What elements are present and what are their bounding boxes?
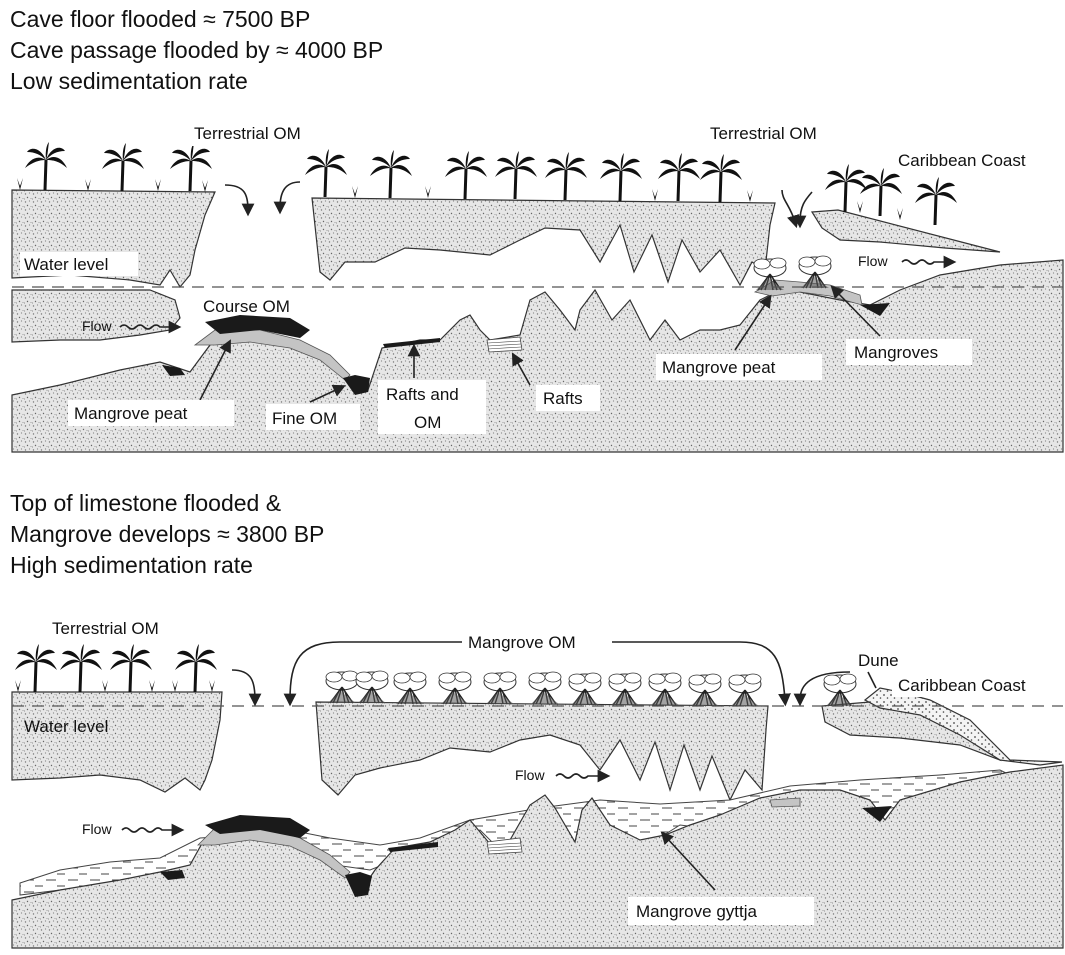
top-lower-left-ledge <box>12 290 180 342</box>
mangrove-icon <box>569 673 601 705</box>
top-label-fine-om: Fine OM <box>272 409 337 428</box>
palm-icon <box>658 153 700 201</box>
palm-icon <box>860 168 902 216</box>
mangrove-icon <box>609 673 641 705</box>
grass-icon <box>172 680 178 692</box>
mangrove-icon <box>729 674 761 706</box>
grass-icon <box>652 189 658 201</box>
palm-icon <box>110 644 152 692</box>
palm-icon <box>170 143 212 191</box>
top-label-course-om: Course OM <box>203 297 290 316</box>
top-label-rafts-and-om-1: Rafts and <box>386 385 459 404</box>
top-arrow-1-icon <box>225 185 248 210</box>
bottom-panel: Terrestrial OM Mangrove OM Dune Caribbea… <box>12 619 1063 948</box>
bottom-flow-center-icon <box>556 774 604 778</box>
palm-icon <box>305 149 347 197</box>
mangrove-icon <box>394 672 426 704</box>
bottom-label-mangrove-gyttja: Mangrove gyttja <box>636 902 757 921</box>
grass-icon <box>15 680 21 692</box>
bottom-label-caribbean-coast: Caribbean Coast <box>898 676 1026 695</box>
bottom-mangrove-forest <box>326 671 856 706</box>
top-coast-wedge <box>812 210 1000 252</box>
palm-icon <box>60 644 102 692</box>
palm-icon <box>700 154 742 202</box>
mangrove-icon <box>689 674 721 706</box>
palm-icon <box>445 151 487 199</box>
top-label-caribbean-coast: Caribbean Coast <box>898 151 1026 170</box>
top-label-mangrove-peat-left: Mangrove peat <box>74 404 188 423</box>
palm-icon <box>370 150 412 198</box>
top-arrow-2-icon <box>280 182 300 208</box>
bottom-small-peat <box>770 798 800 807</box>
bottom-label-mangrove-om: Mangrove OM <box>468 633 576 652</box>
bottom-arrow-terrestrial-icon <box>232 670 255 700</box>
palm-icon <box>600 153 642 201</box>
bottom-label-water-level: Water level <box>24 717 108 736</box>
mangrove-icon <box>649 673 681 705</box>
bottom-limestone-left <box>12 692 222 792</box>
mangrove-icon <box>484 672 516 704</box>
mangrove-icon <box>326 671 358 703</box>
palm-icon <box>15 644 57 692</box>
palm-icon <box>545 152 587 200</box>
top-flow-right-icon <box>902 260 950 264</box>
mangrove-icon <box>439 672 471 704</box>
mangrove-icon <box>824 674 856 706</box>
top-arrow-4-icon <box>800 192 812 222</box>
top-label-flow-right: Flow <box>858 253 888 269</box>
grass-icon <box>17 178 23 190</box>
grass-icon <box>747 190 753 202</box>
bottom-label-dune: Dune <box>858 651 899 670</box>
grass-icon <box>209 680 215 692</box>
mangrove-icon <box>529 672 561 704</box>
bottom-vegetation <box>15 644 217 692</box>
bottom-arrow-mangrove-left-icon <box>290 642 462 700</box>
top-panel: Terrestrial OM Terrestrial OM Caribbean … <box>12 122 1063 452</box>
top-label-terrestrial-om-right: Terrestrial OM <box>710 124 817 143</box>
top-rafts-layers <box>487 337 522 352</box>
top-label-flow-left: Flow <box>82 318 112 334</box>
bottom-flow-left-icon <box>122 828 178 832</box>
bottom-label-flow-left: Flow <box>82 821 112 837</box>
grass-icon <box>202 180 208 192</box>
grass-icon <box>155 179 161 191</box>
grass-icon <box>897 208 903 220</box>
mangrove-icon <box>356 671 388 703</box>
grass-icon <box>352 186 358 198</box>
palm-icon <box>25 142 67 190</box>
bottom-limestone-center <box>316 702 768 800</box>
bottom-leader-dune <box>868 672 876 688</box>
grass-icon <box>857 201 863 213</box>
top-limestone-center <box>312 198 775 285</box>
palm-icon <box>825 164 867 212</box>
palm-icon <box>495 151 537 199</box>
top-label-mangrove-peat-right: Mangrove peat <box>662 358 776 377</box>
bottom-label-flow-center: Flow <box>515 767 545 783</box>
grass-icon <box>425 186 431 198</box>
palm-icon <box>915 177 957 225</box>
bottom-label-terrestrial-om: Terrestrial OM <box>52 619 159 638</box>
grass-icon <box>102 680 108 692</box>
grass-icon <box>85 179 91 191</box>
grass-icon <box>149 680 155 692</box>
top-label-water-level: Water level <box>24 255 108 274</box>
palm-icon <box>102 143 144 191</box>
top-label-rafts-and-om-2: OM <box>414 413 441 432</box>
top-arrow-3-icon <box>782 190 795 222</box>
top-label-terrestrial-om-left: Terrestrial OM <box>194 124 301 143</box>
top-label-mangroves: Mangroves <box>854 343 938 362</box>
top-label-rafts: Rafts <box>543 389 583 408</box>
